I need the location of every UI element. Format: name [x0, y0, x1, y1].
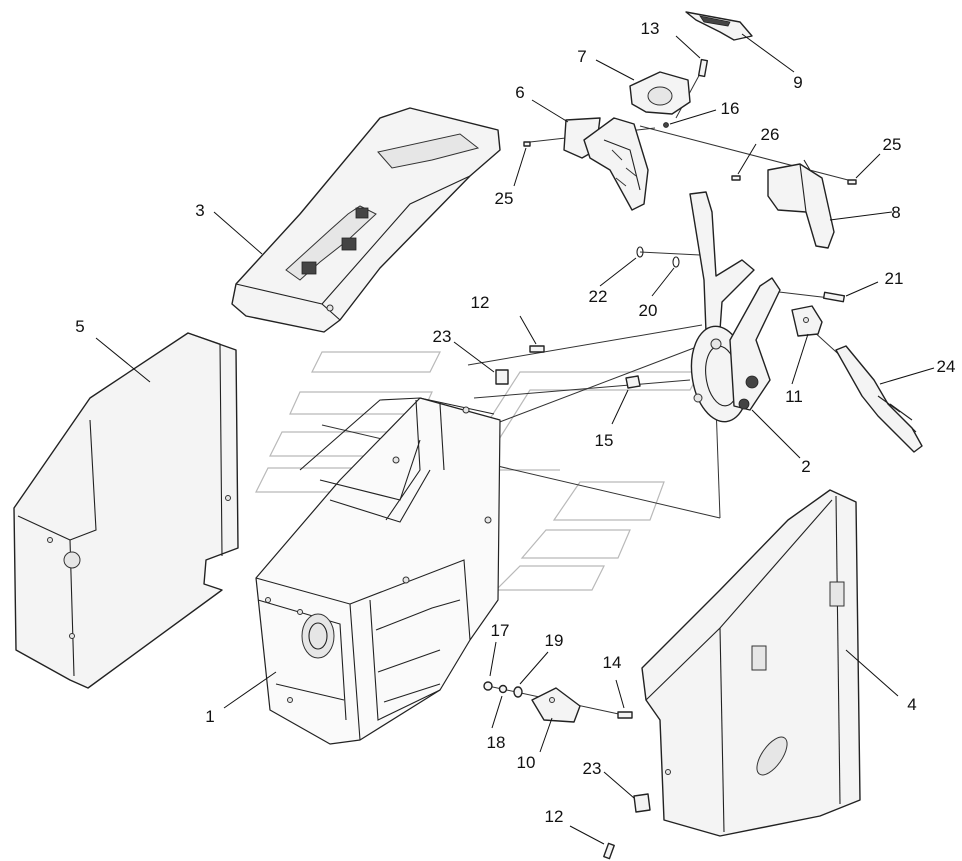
part-1-main-frame — [255, 397, 501, 745]
callout-12-lower: 12 — [545, 807, 564, 826]
callout-9: 9 — [793, 73, 802, 92]
part-4-right-side-panel — [641, 489, 861, 837]
callout-3: 3 — [195, 201, 204, 220]
panel-4-square-hole-upper — [829, 581, 845, 607]
callout-20: 20 — [639, 301, 658, 320]
part-11-bracket — [791, 305, 823, 337]
part-5-left-side-panel — [13, 332, 239, 689]
part-8-cover-half — [767, 159, 835, 249]
callout-10: 10 — [517, 753, 536, 772]
panel-4-oval-hole — [756, 736, 788, 776]
callout-25-right: 25 — [883, 135, 902, 154]
callout-13: 13 — [641, 19, 660, 38]
part-2-shift-mechanism — [689, 191, 781, 423]
panel-5-round-hole — [63, 551, 81, 569]
part-6-gaiter-holder — [563, 117, 649, 211]
screw-16 — [663, 122, 669, 128]
callout-23-lower: 23 — [583, 759, 602, 778]
part-9-handle-top — [685, 11, 753, 41]
frame-1-round-opening — [301, 613, 335, 659]
screw-26 — [731, 175, 741, 181]
washer-19 — [513, 686, 523, 698]
callout-18: 18 — [487, 733, 506, 752]
callout-15: 15 — [595, 431, 614, 450]
callout-2: 2 — [801, 457, 810, 476]
callout-8: 8 — [891, 203, 900, 222]
washer-18 — [498, 684, 508, 694]
panel-4-square-hole-lower — [751, 645, 767, 671]
bushing-15 — [625, 375, 641, 389]
part-24-cable — [835, 345, 923, 453]
hardware-fasteners — [483, 58, 857, 860]
callout-24: 24 — [937, 357, 956, 376]
callout-5: 5 — [75, 317, 84, 336]
callout-26: 26 — [761, 125, 780, 144]
callout-21: 21 — [885, 269, 904, 288]
clip-23-lower — [633, 793, 651, 813]
callout-16: 16 — [721, 99, 740, 118]
callout-25-left: 25 — [495, 189, 514, 208]
callout-22: 22 — [589, 287, 608, 306]
part-10-plate — [531, 687, 581, 723]
callout-1: 1 — [205, 707, 214, 726]
callout-4: 4 — [907, 695, 916, 714]
bolt-14 — [617, 711, 633, 719]
screw-25-right — [847, 179, 857, 185]
pin-21 — [822, 291, 846, 303]
callout-14: 14 — [603, 653, 622, 672]
leader-lines — [95, 33, 935, 845]
callout-19: 19 — [545, 631, 564, 650]
nut-17 — [483, 681, 493, 691]
clip-23-upper — [495, 369, 509, 385]
bolt-12-lower — [603, 842, 615, 860]
callout-7: 7 — [577, 47, 586, 66]
screw-25-left — [523, 141, 531, 147]
callout-11: 11 — [785, 387, 803, 406]
callout-23-upper: 23 — [433, 327, 452, 346]
bolt-12-upper — [529, 345, 545, 353]
washer-22 — [636, 246, 644, 258]
washer-20 — [672, 256, 680, 268]
callout-17: 17 — [491, 621, 510, 640]
part-3-top-cover — [231, 107, 501, 333]
bolt-13 — [697, 58, 709, 78]
cover-3-opening — [377, 133, 480, 169]
callout-labels: 1 2 3 4 5 6 7 8 9 10 11 12 12 13 14 15 1… — [75, 19, 955, 826]
part-7-knob-boot — [629, 71, 691, 115]
callout-12-upper: 12 — [471, 293, 490, 312]
callout-6: 6 — [515, 83, 524, 102]
